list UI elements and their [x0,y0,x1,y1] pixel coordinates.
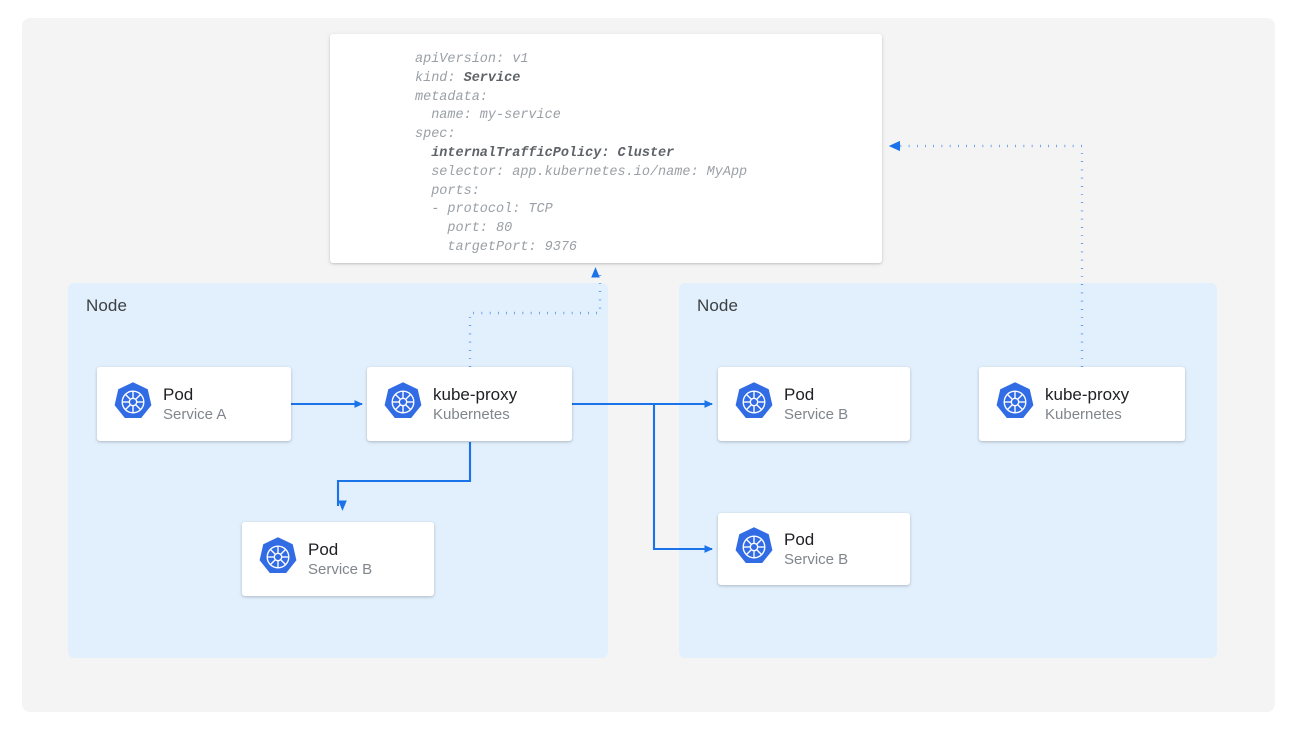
card-subtitle: Service A [163,405,227,423]
card-title: Pod [784,384,815,404]
service-manifest-card: apiVersion: v1 kind: Service metadata: nam… [330,34,882,263]
manifest-line: name: my-service [415,108,561,124]
card-pod-service-a[interactable]: Pod Service A [97,367,291,441]
card-pod-service-b-left[interactable]: Pod Service B [242,522,434,596]
kubernetes-icon [381,380,425,429]
manifest-line: internalTrafficPolicy: Cluster [415,145,675,161]
card-title: Pod [308,539,339,559]
kubernetes-icon [732,525,776,574]
manifest-line: ports: [415,183,480,199]
card-title: Pod [163,384,194,404]
manifest-line: metadata: [415,89,488,105]
kubernetes-icon [111,380,155,429]
node-label-left: Node [86,296,128,315]
manifest-line: kind: Service [415,70,521,86]
kubernetes-icon [256,535,300,584]
card-title: kube-proxy [433,384,518,404]
node-zone-left [68,283,608,658]
manifest-line: apiVersion: v1 [415,52,529,67]
manifest-line: selector: app.kubernetes.io/name: MyApp [415,164,748,180]
manifest-line: spec: [415,127,456,143]
card-kube-proxy-left[interactable]: kube-proxy Kubernetes [367,367,572,441]
card-kube-proxy-right[interactable]: kube-proxy Kubernetes [979,367,1185,441]
card-subtitle: Kubernetes [433,405,510,423]
service-manifest-code: apiVersion: v1 kind: Service metadata: nam… [415,51,747,258]
manifest-line: - protocol: TCP [415,202,553,218]
node-label-right: Node [697,296,739,315]
kubernetes-icon [993,380,1037,429]
card-title: kube-proxy [1045,384,1130,404]
card-subtitle: Service B [784,550,849,568]
card-title: Pod [784,529,815,549]
node-zone-right [679,283,1217,658]
kubernetes-icon [732,380,776,429]
manifest-line: port: 80 [415,221,513,237]
card-subtitle: Service B [308,560,373,578]
manifest-line: targetPort: 9376 [415,239,578,255]
card-subtitle: Kubernetes [1045,405,1122,423]
card-pod-service-b-right-top[interactable]: Pod Service B [718,367,910,441]
card-subtitle: Service B [784,405,849,423]
card-pod-service-b-right-bottom[interactable]: Pod Service B [718,513,910,585]
